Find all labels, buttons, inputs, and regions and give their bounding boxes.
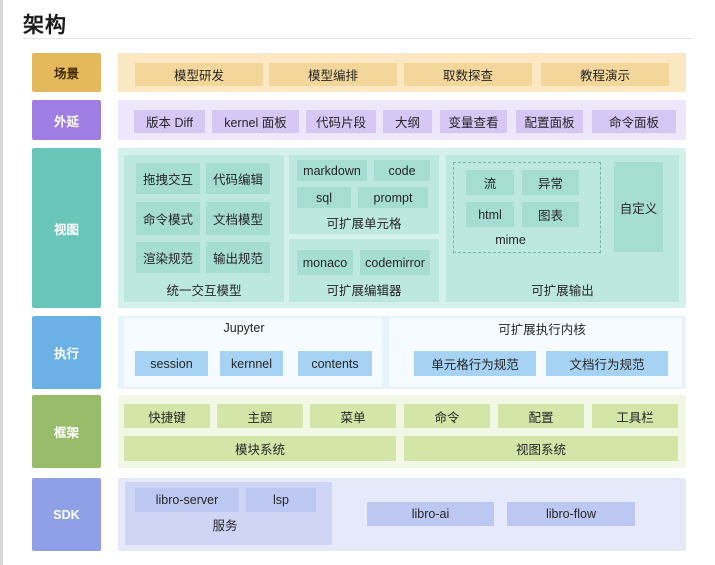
extensible-cell-item: markdown xyxy=(297,160,367,181)
layer-label-execution: 执行 xyxy=(32,316,101,389)
title-divider xyxy=(23,38,693,39)
framework-item: 命令 xyxy=(404,404,490,428)
interaction-model-item: 拖拽交互 xyxy=(136,163,200,194)
interaction-model-label: 统一交互模型 xyxy=(166,283,242,298)
layer-label-scene: 场景 xyxy=(32,53,101,92)
mime-item: html xyxy=(466,202,514,227)
extensible-kernel-item: 文档行为规范 xyxy=(546,351,668,376)
framework-item: 快捷键 xyxy=(124,404,210,428)
extension-item: 变量查看 xyxy=(440,110,507,133)
scene-item: 取数探查 xyxy=(404,63,532,86)
mime-item: 图表 xyxy=(522,202,579,227)
extensible-editor-label: 可扩展编辑器 xyxy=(326,283,402,298)
interaction-model-item: 输出规范 xyxy=(206,242,270,273)
extension-item: 配置面板 xyxy=(516,110,583,133)
layer-label-view: 视图 xyxy=(32,148,101,308)
extensible-editor-item: codemirror xyxy=(360,250,430,275)
scene-item: 模型研发 xyxy=(135,63,263,86)
page-left-border xyxy=(0,0,3,565)
page-title: 架构 xyxy=(23,14,67,37)
layer-label-sdk: SDK xyxy=(32,478,101,551)
extensible-cell-item: prompt xyxy=(358,187,428,208)
extension-item: 代码片段 xyxy=(306,110,376,133)
framework-item: 工具栏 xyxy=(592,404,678,428)
scene-item: 教程演示 xyxy=(541,63,669,86)
framework-item: 主题 xyxy=(217,404,303,428)
extensible-kernel-label: 可扩展执行内核 xyxy=(498,322,586,337)
framework-item: 视图系统 xyxy=(404,436,678,461)
extensible-output-label: 可扩展输出 xyxy=(531,283,594,298)
jupyter-item: session xyxy=(135,351,208,376)
jupyter-item: contents xyxy=(298,351,372,376)
extensible-kernel-item: 单元格行为规范 xyxy=(414,351,536,376)
sdk-item: libro-ai xyxy=(367,502,494,526)
custom-output-item: 自定义 xyxy=(614,162,663,252)
jupyter-item: kernnel xyxy=(220,351,283,376)
jupyter-label: Jupyter xyxy=(223,321,265,335)
extensible-cell-item: sql xyxy=(297,187,351,208)
extension-item: kernel 面板 xyxy=(212,110,299,133)
mime-group xyxy=(453,162,601,253)
interaction-model-item: 代码编辑 xyxy=(206,163,270,194)
interaction-model-item: 命令模式 xyxy=(136,202,200,235)
service-item: lsp xyxy=(246,488,316,512)
extension-item: 大纲 xyxy=(383,110,432,133)
extension-item: 版本 Diff xyxy=(134,110,205,133)
interaction-model-item: 文档模型 xyxy=(206,202,270,235)
sdk-item: libro-flow xyxy=(507,502,635,526)
layer-label-extension: 外延 xyxy=(32,100,101,140)
framework-item: 模块系统 xyxy=(124,436,396,461)
interaction-model-item: 渲染规范 xyxy=(136,242,200,273)
extensible-editor-item: monaco xyxy=(297,250,353,275)
service-item: libro-server xyxy=(135,488,239,512)
mime-label: mime xyxy=(495,233,526,247)
mime-item: 流 xyxy=(466,170,514,195)
layer-label-framework: 框架 xyxy=(32,395,101,468)
extension-item: 命令面板 xyxy=(592,110,676,133)
extensible-cell-label: 可扩展单元格 xyxy=(326,216,402,231)
mime-item: 异常 xyxy=(522,170,579,195)
framework-item: 配置 xyxy=(498,404,584,428)
service-label: 服务 xyxy=(212,518,238,533)
scene-item: 模型编排 xyxy=(269,63,397,86)
framework-item: 菜单 xyxy=(310,404,396,428)
extensible-cell-item: code xyxy=(374,160,430,181)
